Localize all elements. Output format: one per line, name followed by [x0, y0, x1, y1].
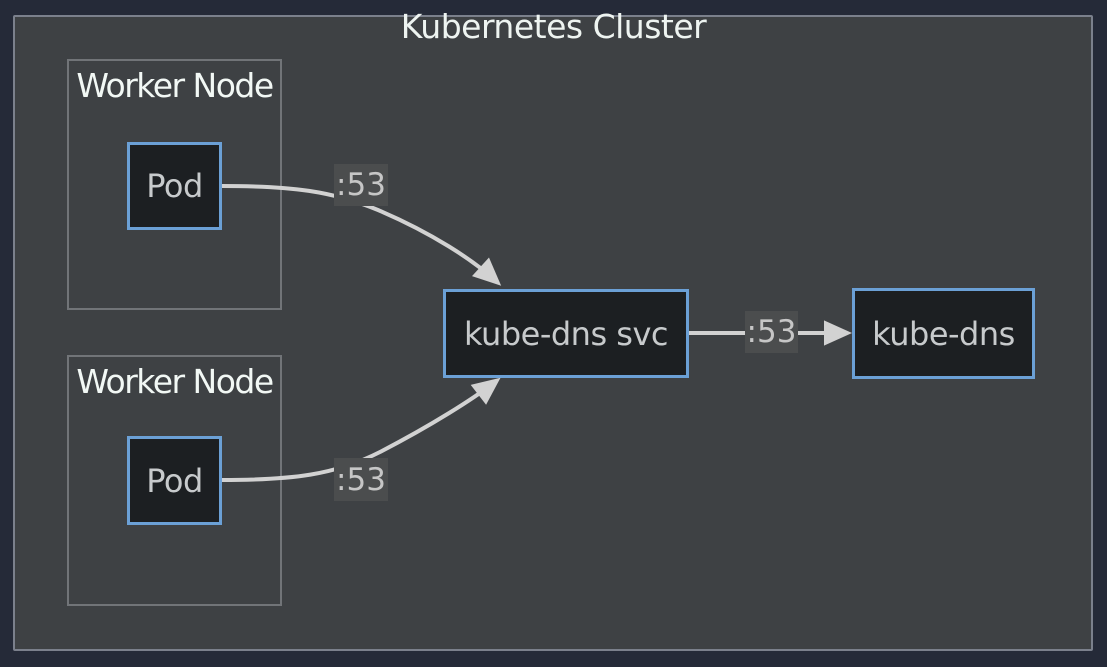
port-label-pod1: :53 — [334, 164, 388, 206]
worker-node-1-label: Worker Node — [76, 66, 274, 105]
pod-1-node: Pod — [127, 142, 222, 230]
pod-2-node: Pod — [127, 436, 222, 525]
kube-dns-label: kube-dns — [872, 314, 1015, 353]
port-label-svc-text: :53 — [746, 314, 797, 350]
kube-dns-svc-node: kube-dns svc — [443, 289, 689, 378]
worker-node-2-label: Worker Node — [76, 362, 274, 401]
port-label-pod2: :53 — [334, 458, 388, 501]
worker-node-1-box: Worker Node — [67, 59, 282, 310]
cluster-title: Kubernetes Cluster — [400, 7, 707, 46]
port-label-svc: :53 — [745, 311, 798, 353]
port-label-pod2-text: :53 — [336, 461, 386, 498]
port-label-pod1-text: :53 — [336, 167, 386, 203]
pod-2-label: Pod — [146, 461, 203, 500]
kube-dns-svc-label: kube-dns svc — [463, 314, 669, 353]
kube-dns-node: kube-dns — [852, 288, 1035, 379]
pod-1-label: Pod — [146, 167, 203, 205]
